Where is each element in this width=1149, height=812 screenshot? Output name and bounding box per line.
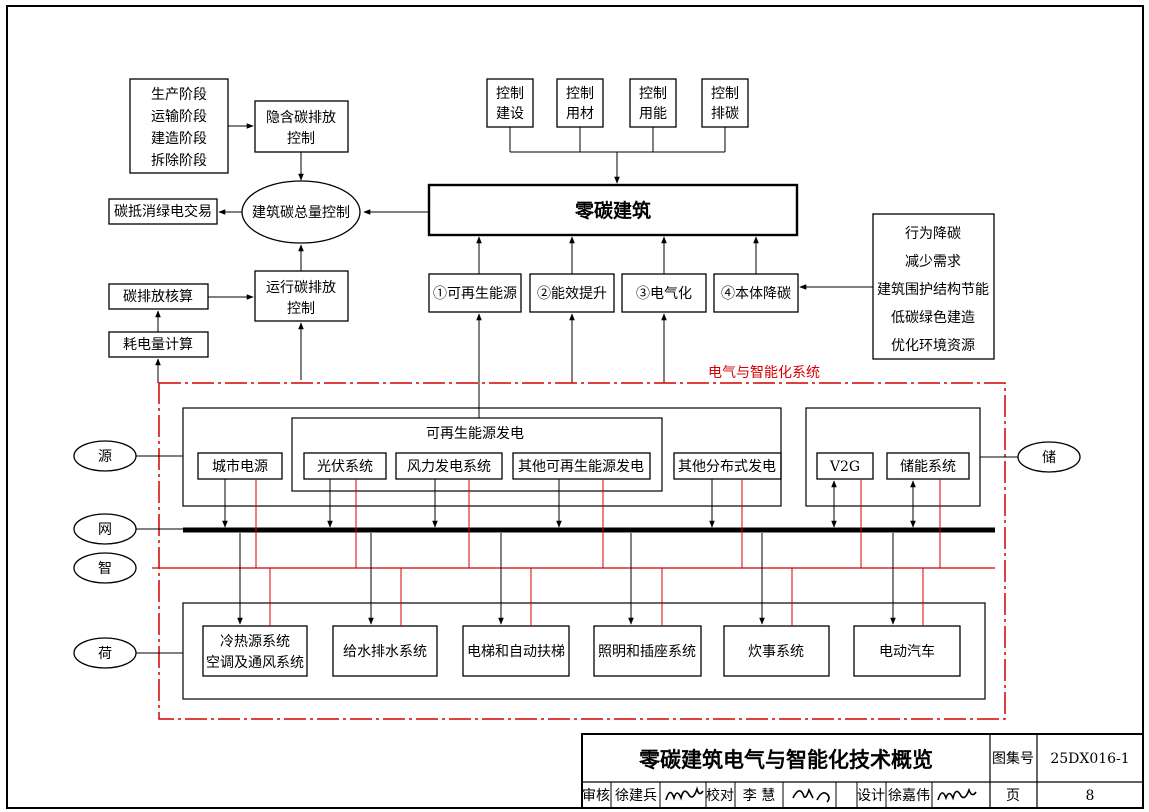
- designer-name: 徐嘉伟: [888, 788, 930, 804]
- stage-production: 生产阶段: [151, 87, 207, 103]
- storage-v2g-box: [816, 452, 874, 480]
- title-block: [581, 733, 1144, 809]
- designer-signature: [937, 787, 977, 801]
- checker-signature: [792, 787, 830, 803]
- action-environment: 优化环境资源: [891, 338, 975, 354]
- system-label: 电气与智能化系统: [708, 365, 820, 381]
- source-wind-label: 风力发电系统: [407, 459, 491, 475]
- control-construction-line1: 控制: [496, 86, 524, 102]
- total-control-label: 建筑碳总量控制: [252, 205, 350, 221]
- action-green-build: 低碳绿色建造: [891, 309, 975, 326]
- load-elevator-box: [462, 625, 570, 677]
- offset-trade-label: 碳抵消绿电交易: [114, 203, 212, 220]
- source-distributed-label: 其他分布式发电: [678, 459, 776, 475]
- load-hvac-box: [202, 625, 308, 677]
- control-energy-line1: 控制: [639, 86, 667, 102]
- source-city-label: 城市电源: [212, 458, 268, 475]
- load-hvac-line2: 空调及通风系统: [206, 655, 304, 671]
- bubble-source-label: 源: [98, 449, 112, 465]
- carbon-accounting-label: 碳排放核算: [123, 289, 193, 305]
- control-emission-line2: 排碳: [711, 106, 739, 122]
- system-label-bg: [694, 362, 834, 382]
- storage-v2g-label: V2G: [829, 459, 860, 475]
- control-construction-line2: 建设: [496, 106, 524, 122]
- reviewer-name: 徐建兵: [615, 788, 657, 804]
- bubble-smart: [73, 552, 137, 584]
- action-behavior: 行为降碳: [905, 226, 961, 242]
- source-other-renewable-box: [512, 452, 651, 480]
- page-number: 8: [1086, 788, 1095, 804]
- source-pv-label: 光伏系统: [317, 459, 373, 475]
- atlas-number: 25DX016-1: [1050, 751, 1129, 767]
- measure-renewable-label: ①可再生能源: [433, 286, 517, 302]
- measure-efficiency-label: ②能效提升: [537, 286, 607, 302]
- source-city-box: [197, 452, 283, 480]
- sheet-title: 零碳建筑电气与智能化技术概览: [638, 748, 933, 772]
- load-hvac-line1: 冷热源系统: [220, 634, 290, 650]
- load-lighting-label: 照明和插座系统: [598, 644, 696, 660]
- storage-battery-box: [886, 452, 970, 480]
- action-demand: 减少需求: [905, 254, 961, 270]
- measure-body-label: ④本体降碳: [721, 286, 791, 302]
- embodied-control-line1: 隐含碳排放: [266, 110, 336, 126]
- power-calc-label: 耗电量计算: [123, 337, 193, 353]
- storage-group-frame: [805, 407, 981, 507]
- load-group-frame: [182, 602, 986, 700]
- review-label: 审核: [582, 788, 610, 804]
- bubble-grid-label: 网: [98, 522, 112, 538]
- control-energy-line2: 用能: [639, 106, 667, 122]
- renewable-group-frame: [291, 417, 663, 492]
- control-material-line2: 用材: [566, 106, 594, 122]
- sheet-border: [6, 5, 1144, 809]
- operation-control-line2: 控制: [287, 301, 315, 317]
- bubble-storage-label: 储: [1042, 450, 1056, 466]
- page-label: 页: [1006, 788, 1020, 804]
- offset-trade-box: [108, 198, 218, 225]
- zero-carbon-box: [427, 183, 799, 237]
- load-ev-label: 电动汽车: [879, 643, 935, 660]
- load-ev-box: [853, 625, 961, 677]
- atlas-label: 图集号: [992, 750, 1034, 767]
- control-material-line1: 控制: [566, 86, 594, 102]
- source-wind-box: [395, 452, 503, 480]
- load-lighting-box: [593, 625, 702, 677]
- bubble-load-label: 荷: [98, 646, 112, 662]
- electrical-system-frame: [158, 382, 1006, 720]
- stage-demolition: 拆除阶段: [151, 153, 207, 169]
- source-pv-box: [303, 452, 387, 480]
- renewable-group-label: 可再生能源发电: [426, 426, 524, 442]
- load-water-label: 给水排水系统: [343, 644, 427, 660]
- design-label: 设计: [857, 788, 885, 804]
- load-elevator-label: 电梯和自动扶梯: [467, 644, 565, 660]
- measure-renewable-box: [428, 273, 522, 313]
- operation-control-line1: 运行碳排放: [266, 280, 336, 296]
- zero-carbon-label: 零碳建筑: [574, 199, 651, 222]
- checker-name: 李 慧: [743, 788, 775, 804]
- source-other-renewable-label: 其他可再生能源发电: [518, 459, 644, 475]
- measure-electrification-label: ③电气化: [636, 286, 692, 302]
- storage-battery-label: 储能系统: [900, 459, 956, 475]
- load-cooking-box: [723, 625, 830, 677]
- embodied-control-line2: 控制: [287, 131, 315, 147]
- load-water-box: [332, 625, 438, 677]
- action-envelope: 建筑围护结构节能: [877, 282, 989, 298]
- load-cooking-label: 炊事系统: [748, 644, 804, 660]
- control-emission-line1: 控制: [711, 86, 739, 102]
- reviewer-signature: [665, 786, 704, 801]
- stage-construction: 建造阶段: [151, 131, 207, 147]
- bubble-smart-label: 智: [98, 561, 112, 577]
- stage-transport: 运输阶段: [151, 109, 207, 125]
- source-distributed-box: [673, 452, 782, 480]
- check-label: 校对: [706, 787, 734, 804]
